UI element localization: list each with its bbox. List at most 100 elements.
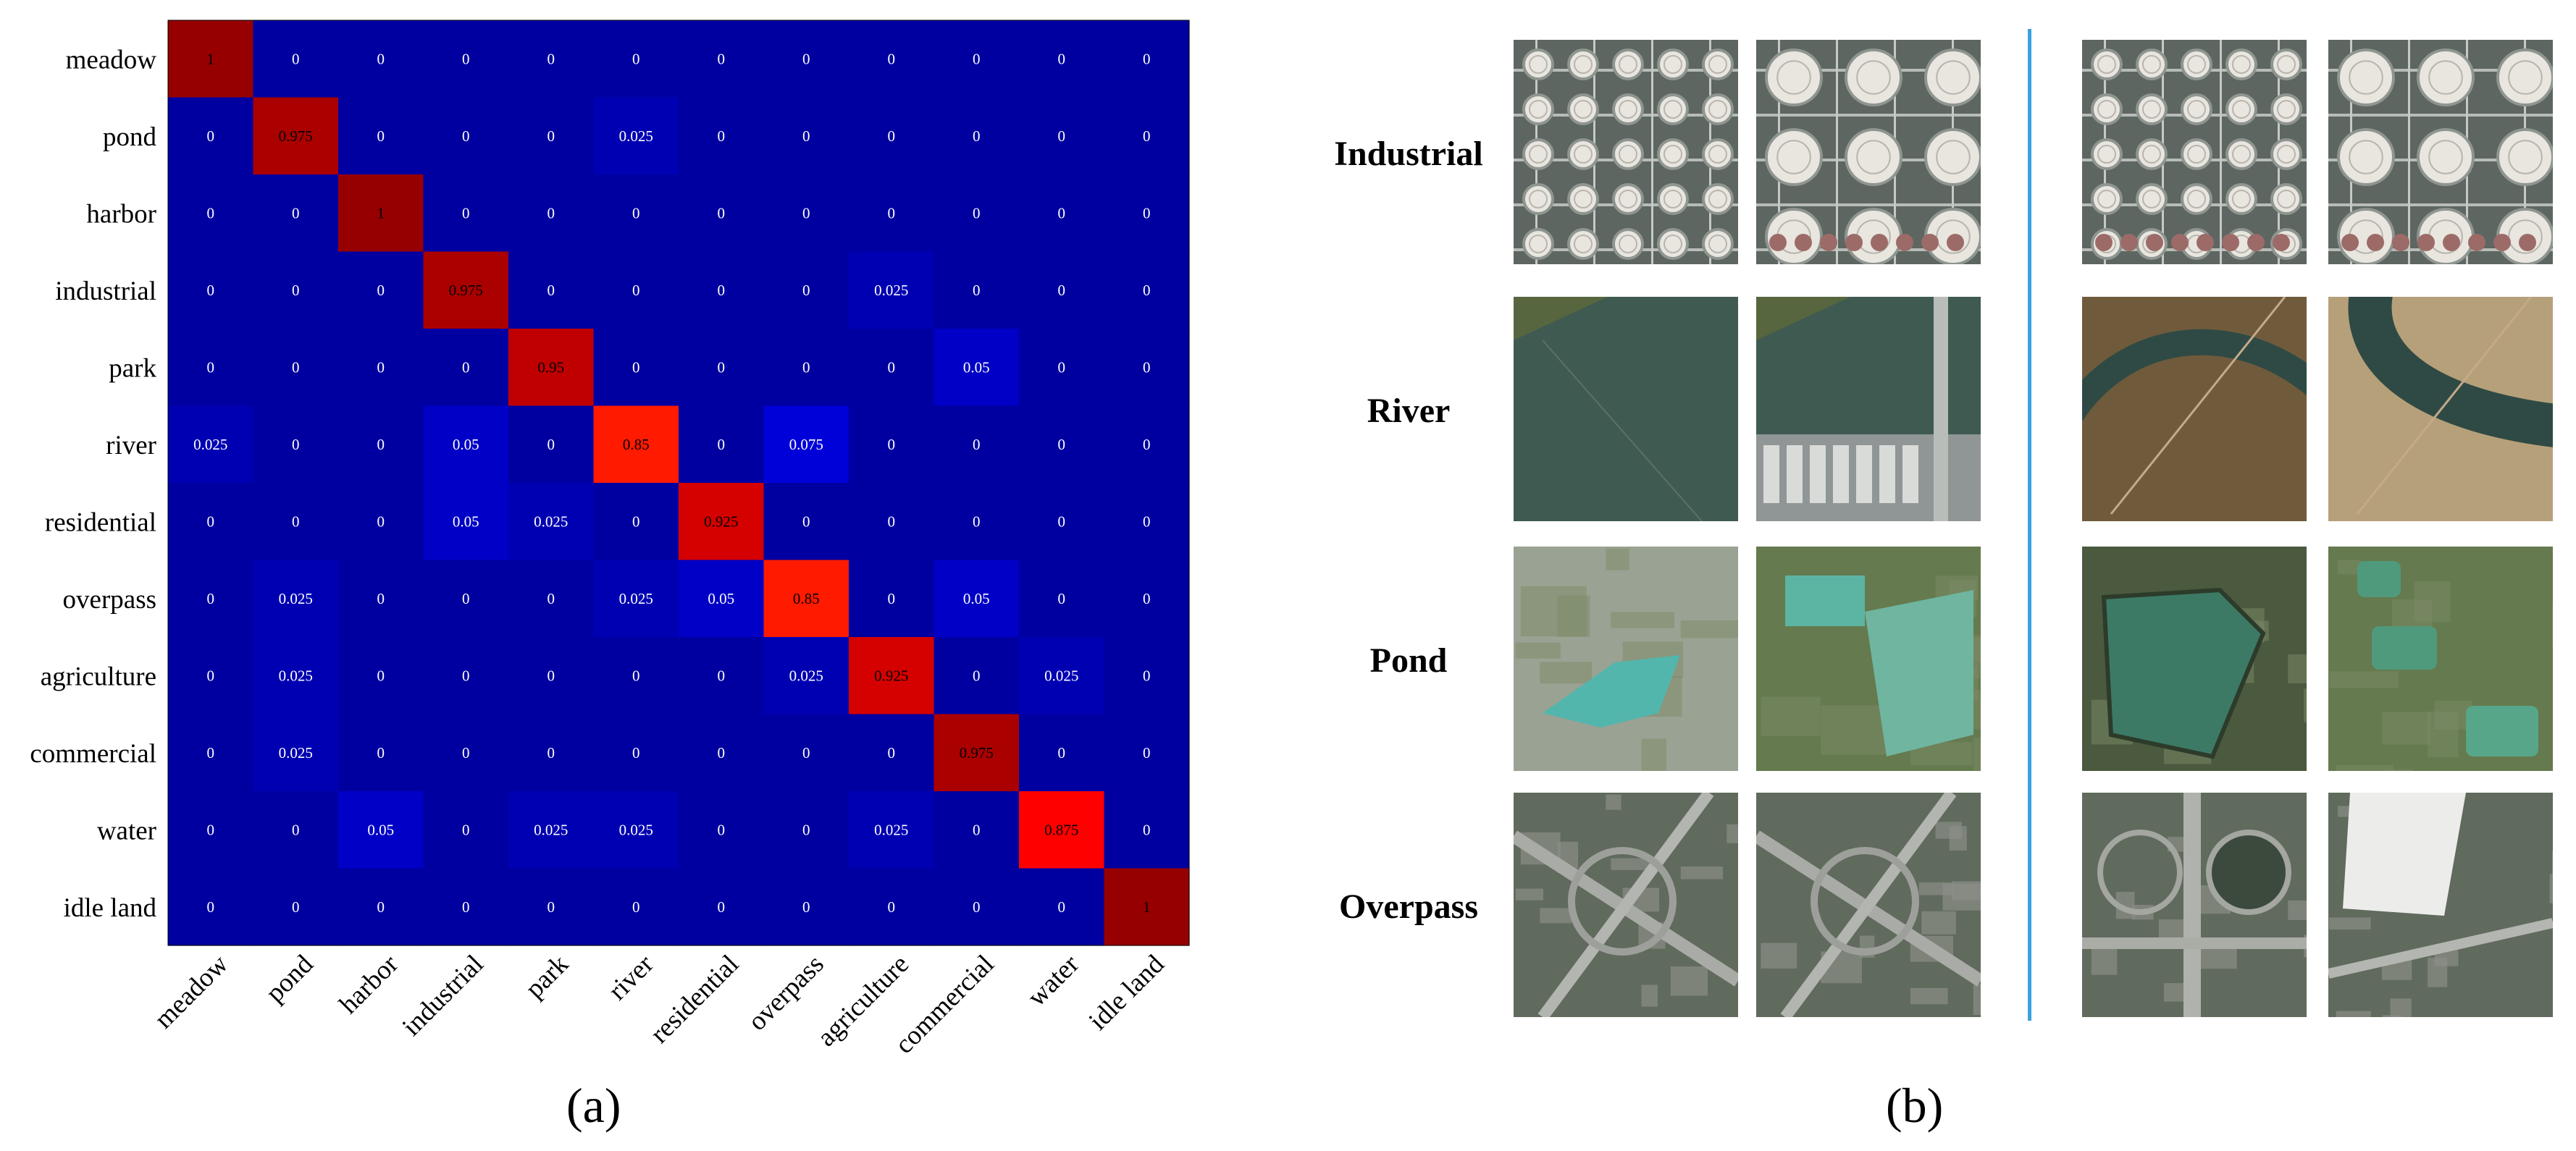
cell-value-label: 0 [292,436,300,453]
heatmap-cell [849,97,935,175]
heatmap-cell [338,20,424,98]
heatmap-cell [253,868,339,946]
cell-value-label: 0 [1143,50,1151,67]
heatmap-cell [168,791,254,869]
heatmap-cell [934,329,1020,407]
heatmap-cell [1019,560,1105,638]
cell-value-label: 0 [1058,204,1066,222]
sample-image [1756,40,1981,264]
cell-value-label: 0 [888,50,896,67]
cell-value-label: 0 [718,898,726,916]
cell-value-label: 0 [888,358,896,376]
cell-value-label: 0 [973,513,981,530]
cell-value-label: 0 [377,282,385,299]
heatmap-cell [168,483,254,561]
cell-value-label: 0 [888,127,896,145]
cell-value-label: 0 [547,436,555,453]
cell-value-label: 0 [377,590,385,607]
cell-value-label: 0 [377,667,385,684]
heatmap-cell [168,405,254,484]
heatmap-cell [849,637,935,715]
heatmap-cell [679,174,765,253]
heatmap-cell [679,637,765,715]
heatmap-cell [1019,251,1105,329]
heatmap-cell [508,714,595,792]
x-tick-label: river [603,949,659,1005]
cell-value-label: 0 [292,898,300,916]
cell-value-label: 0 [1058,282,1066,299]
heatmap-cell [679,97,765,175]
cell-value-label: 0 [973,50,981,67]
cell-value-label: 0.05 [453,436,479,453]
cell-value-label: 0 [888,436,896,453]
heatmap-cell [338,483,424,561]
heatmap-cell [508,405,595,484]
cell-value-label: 0 [632,667,640,684]
x-tick-label: park [520,949,575,1004]
heatmap-cell [849,174,935,253]
heatmap-cell [423,791,509,869]
cell-value-label: 0 [718,821,726,838]
heatmap-cell [593,20,679,98]
heatmap-cell [508,637,595,715]
cell-value-label: 0 [888,513,896,530]
heatmap-cell [168,637,254,715]
heatmap-cell [253,20,339,98]
cell-value-label: 0.025 [619,590,653,607]
divider-line [2028,29,2031,1021]
cell-value-label: 0.975 [279,127,313,145]
heatmap-cell [763,483,849,561]
sample-row-label: Industrial [1334,135,1483,173]
heatmap-cell [679,329,765,407]
cell-value-label: 0.05 [963,358,990,376]
cell-value-label: 0 [377,744,385,762]
y-tick-label: agriculture [41,662,156,691]
heatmap-cell [423,174,509,253]
heatmap-cell [593,637,679,715]
cell-value-label: 0 [377,127,385,145]
heatmap-cell [1019,329,1105,407]
cell-value-label: 0.025 [619,127,653,145]
heatmap-cell [168,868,254,946]
cell-value-label: 0 [547,667,555,684]
heatmap-cell [423,329,509,407]
cell-value-label: 0 [207,898,215,916]
sample-image [2328,793,2553,1017]
heatmap-cell [253,714,339,792]
heatmap-cell [338,868,424,946]
cell-value-label: 0 [802,282,810,299]
cell-value-label: 0.025 [534,513,568,530]
cell-value-label: 0 [888,204,896,222]
cell-value-label: 0 [462,127,470,145]
heatmap-cell [508,174,595,253]
cell-value-label: 0.05 [453,513,479,530]
cell-value-label: 0.925 [704,513,738,530]
x-tick-label: pond [260,949,319,1008]
cell-value-label: 0.025 [874,821,908,838]
heatmap-cell [593,560,679,638]
cell-value-label: 0 [1143,127,1151,145]
cell-value-label: 1 [207,50,215,67]
heatmap-cell [934,405,1020,484]
cell-value-label: 0 [1143,282,1151,299]
y-tick-label: commercial [30,739,156,769]
y-tick-label: park [109,353,156,383]
cell-value-label: 0 [207,358,215,376]
heatmap-cell [934,97,1020,175]
heatmap-cell [763,868,849,946]
heatmap-cell [593,868,679,946]
cell-value-label: 0 [632,744,640,762]
cell-value-label: 0 [547,590,555,607]
sample-row-label: River [1367,392,1451,430]
cell-value-label: 0 [377,898,385,916]
cell-value-label: 0 [973,127,981,145]
heatmap-cell [508,483,595,561]
cell-value-label: 0 [1058,744,1066,762]
cell-value-label: 0 [802,513,810,530]
cell-value-label: 0 [888,898,896,916]
heatmap-cell [593,405,679,484]
cell-value-label: 0.975 [449,282,483,299]
heatmap-cell [253,174,339,253]
sample-image [2082,297,2307,521]
